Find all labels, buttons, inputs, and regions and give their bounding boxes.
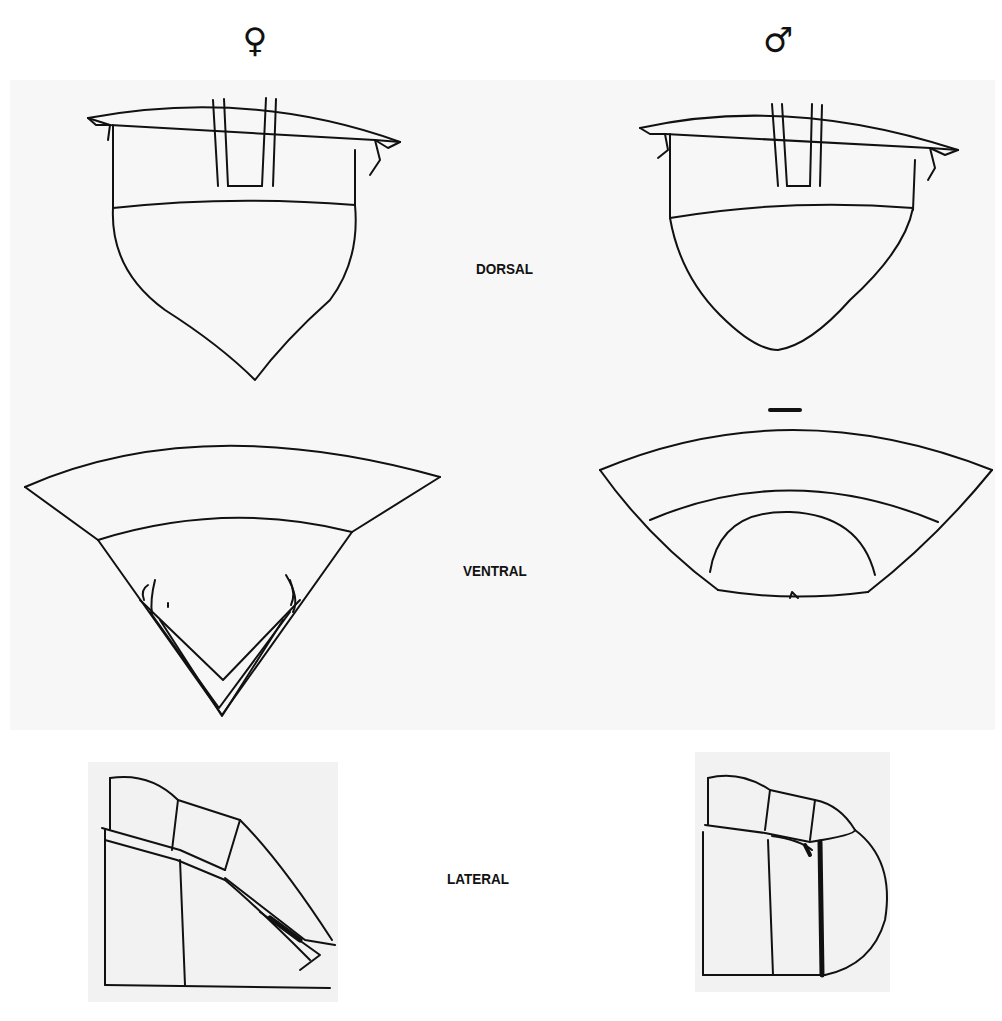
female-dorsal (88, 98, 400, 380)
male-dorsal (640, 104, 958, 350)
view-label: VENTRAL (463, 562, 527, 579)
view-label: LATERAL (447, 870, 509, 887)
male-lateral (703, 776, 887, 975)
female-ventral (25, 446, 440, 716)
male-ventral (600, 410, 992, 598)
female-lateral (102, 777, 335, 988)
sex-symbol: ♂ (763, 20, 793, 60)
view-label: DORSAL (476, 260, 533, 277)
sex-symbol: ♀ (243, 20, 268, 60)
